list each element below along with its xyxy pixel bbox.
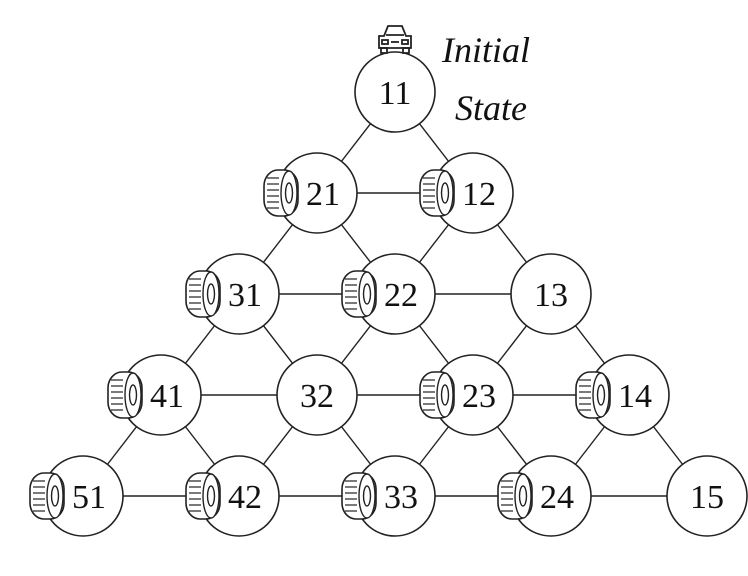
- node-label: 23: [462, 378, 496, 415]
- tire-icon: [341, 472, 377, 520]
- node-label: 32: [300, 378, 334, 415]
- annotation-line-2: State: [455, 88, 527, 128]
- tire-icon: [263, 169, 299, 217]
- node-circle: [354, 51, 436, 133]
- tire-icon: [185, 270, 221, 318]
- tire-icon: [341, 270, 377, 318]
- node-33: 33: [341, 455, 436, 537]
- node-label: 11: [379, 75, 412, 112]
- node-circle: [276, 354, 358, 436]
- node-42: 42: [185, 455, 280, 537]
- node-circle: [666, 455, 748, 537]
- node-label: 14: [618, 378, 652, 415]
- node-label: 24: [540, 479, 574, 516]
- node-label: 41: [150, 378, 184, 415]
- tire-icon: [419, 169, 455, 217]
- node-21: 21: [263, 152, 358, 234]
- node-label: 21: [306, 176, 340, 213]
- car-icon: [378, 25, 412, 54]
- tire-icon: [497, 472, 533, 520]
- node-label: 42: [228, 479, 262, 516]
- node-32: 32: [276, 354, 358, 436]
- node-label: 12: [462, 176, 496, 213]
- node-31: 31: [185, 253, 280, 335]
- tire-icon: [419, 371, 455, 419]
- node-12: 12: [419, 152, 514, 234]
- node-23: 23: [419, 354, 514, 436]
- tire-icon: [575, 371, 611, 419]
- node-label: 22: [384, 277, 418, 314]
- node-24: 24: [497, 455, 592, 537]
- node-circle: [510, 253, 592, 335]
- node-label: 33: [384, 479, 418, 516]
- nodes-layer: 11 21 12 31 22 13 41 32 23 14 51 42 33 24 15: [29, 25, 748, 537]
- node-label: 51: [72, 479, 106, 516]
- node-22: 22: [341, 253, 436, 335]
- node-label: 15: [690, 479, 724, 516]
- tire-icon: [29, 472, 65, 520]
- initial-state-annotation: Initial State: [441, 30, 530, 128]
- node-11: 11: [354, 25, 436, 133]
- annotation-line-1: Initial: [441, 30, 530, 70]
- node-label: 31: [228, 277, 262, 314]
- node-13: 13: [510, 253, 592, 335]
- node-51: 51: [29, 455, 124, 537]
- tire-icon: [185, 472, 221, 520]
- node-41: 41: [107, 354, 202, 436]
- node-label: 13: [534, 277, 568, 314]
- node-15: 15: [666, 455, 748, 537]
- node-14: 14: [575, 354, 670, 436]
- tire-icon: [107, 371, 143, 419]
